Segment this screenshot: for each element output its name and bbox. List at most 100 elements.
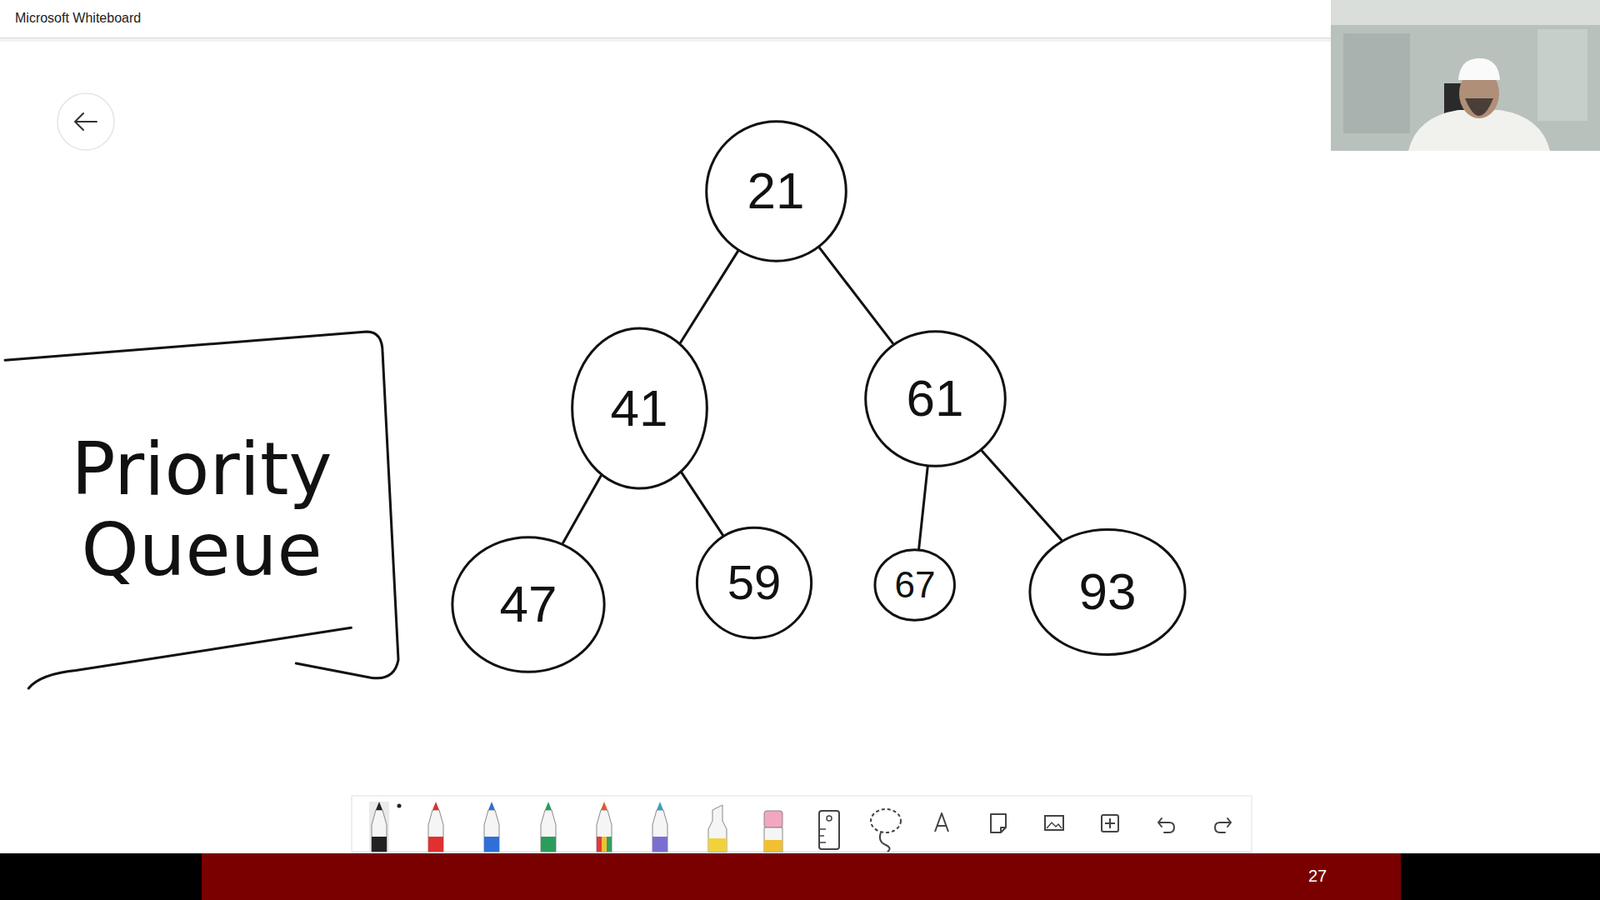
node-text-group: 47 [500, 578, 558, 630]
pen-band [601, 836, 607, 852]
title-bar-divider [0, 37, 1331, 39]
note-glyph [990, 814, 1006, 833]
node-text-group: 93 [1079, 565, 1137, 618]
pen-tip [488, 801, 495, 810]
insert-plus [1105, 818, 1115, 829]
tree-edge [919, 466, 929, 550]
node-value: 59 [727, 558, 782, 607]
toolbar [351, 795, 1252, 852]
pen-rainbow [596, 801, 612, 852]
node-value: 21 [747, 165, 805, 217]
lasso-tail [880, 832, 890, 852]
redo-icon [1215, 818, 1231, 833]
circle-stroke [571, 328, 707, 489]
pen-band [596, 836, 602, 852]
app-title: Microsoft Whiteboard [15, 10, 141, 26]
ruler-hole [826, 815, 832, 821]
node-value: 61 [906, 372, 965, 425]
pen-active-dot [397, 804, 402, 809]
title-text: Priority Queue [34, 429, 370, 591]
back-arrow-icon [75, 113, 97, 130]
insert-frame [1101, 815, 1119, 832]
circle-stroke [875, 550, 955, 620]
circle-stroke [865, 330, 1005, 466]
pen-tip [600, 801, 608, 810]
heap-node: 67 [874, 549, 955, 621]
node-text-group: 59 [727, 558, 782, 607]
pen-selected-backdrop [369, 801, 390, 852]
highlighter-body [708, 805, 727, 852]
pen-body [596, 810, 612, 852]
text-tool-icon [935, 813, 949, 832]
circle-stroke [696, 527, 811, 638]
pen-red [428, 801, 444, 852]
node-value: 41 [610, 382, 669, 435]
circle-stroke [1030, 529, 1185, 655]
pen-tip [432, 801, 440, 810]
webcam-ceiling [1330, 0, 1600, 25]
pen-black [369, 801, 402, 852]
pen-band [371, 836, 387, 852]
pen-galaxy [652, 801, 668, 852]
heap-node: 59 [695, 526, 813, 640]
heap-node: 21 [705, 120, 848, 263]
highlighter [708, 805, 727, 852]
ruler-outline [819, 810, 840, 850]
eraser-band [764, 840, 783, 852]
pen-band [484, 836, 500, 852]
image-frame [1045, 815, 1064, 830]
pen-band [606, 836, 612, 852]
slide-footer-band [201, 853, 1401, 900]
webcam-feed [1330, 0, 1600, 151]
webcam-wall-panel [1343, 33, 1410, 134]
pen-body [428, 810, 444, 852]
lasso-loop [870, 809, 901, 833]
box-stroke [5, 331, 399, 679]
pen-green [540, 801, 556, 852]
webcam-frame [1330, 0, 1600, 151]
circle-stroke [452, 536, 605, 672]
title-box: Priority Queue [5, 331, 399, 689]
pen-band [540, 836, 556, 852]
pen-body [371, 810, 387, 852]
pen-tip [656, 801, 664, 810]
webcam-person-beard [1465, 98, 1494, 116]
bottom-bar [0, 853, 1600, 900]
page-number: 27 [1308, 866, 1327, 886]
undo-glyph [1158, 818, 1175, 833]
ruler-ticks [819, 829, 826, 843]
heap-node: 47 [450, 535, 606, 674]
pen-band [428, 836, 444, 852]
box-underline-stroke [28, 627, 351, 689]
eraser [764, 810, 783, 852]
eraser-body [764, 827, 783, 852]
node-text-group: 67 [895, 566, 936, 604]
title-bar-shadow [0, 38, 1331, 42]
tree-edge [680, 250, 738, 343]
tree-edge [981, 450, 1062, 540]
ruler-icon [819, 810, 840, 850]
node-text-group: Priority Queue [34, 429, 370, 591]
node-value: 47 [500, 578, 558, 630]
tree-edge [819, 247, 893, 344]
eraser-top [764, 810, 783, 828]
node-text-group: 21 [747, 165, 805, 217]
circle-stroke [705, 120, 846, 261]
node-text-group: 61 [906, 372, 965, 425]
node-value: 67 [895, 566, 936, 604]
node-value: 93 [1079, 565, 1137, 618]
pen-tip [545, 801, 552, 810]
tree-edge [563, 475, 601, 543]
webcam-person-cap [1458, 58, 1500, 80]
image-mountains [1046, 822, 1062, 829]
pen-body [540, 810, 556, 852]
insert-icon [1101, 815, 1119, 832]
heap-node: 41 [570, 326, 709, 490]
node-text-group: 41 [610, 382, 669, 435]
pen-blue [484, 801, 500, 852]
toolbar-icons [369, 801, 1231, 852]
heap-node: 61 [864, 330, 1007, 468]
highlighter-band [708, 838, 727, 852]
